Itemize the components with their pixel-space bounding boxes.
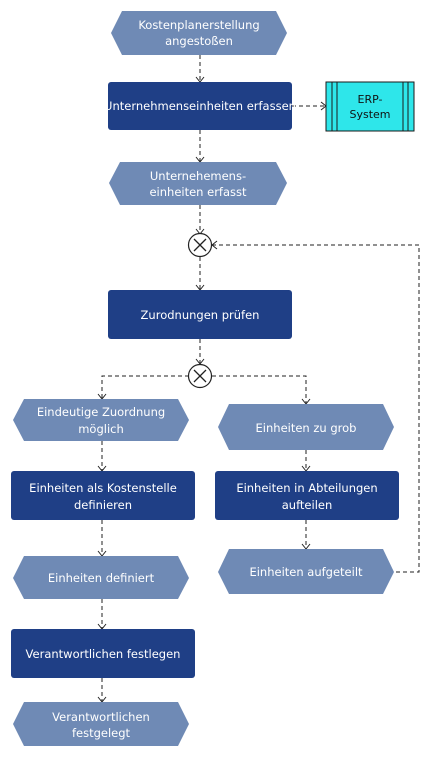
- label-line: Einheiten in Abteilungen: [236, 481, 377, 495]
- label-line: ERP-: [358, 93, 383, 106]
- event-verantwortlichen-festgelegt: Verantwortlichen festgelegt: [13, 702, 189, 746]
- label-line: Einheiten als Kostenstelle: [29, 481, 177, 495]
- label-line: Verantwortlichen festlegen: [26, 647, 181, 661]
- event-einheiten-aufgeteilt: Einheiten aufgeteilt: [218, 549, 394, 594]
- xor-connector: [187, 363, 213, 389]
- label-line: Eindeutige Zuordnung: [37, 405, 165, 419]
- label-line: angestoßen: [165, 34, 233, 48]
- system-erp: ERP- System: [325, 81, 415, 132]
- svg-text:Einheiten definiert: Einheiten definiert: [48, 571, 155, 585]
- connector: [212, 375, 307, 404]
- svg-text:Einheiten aufgeteilt: Einheiten aufgeteilt: [249, 565, 363, 579]
- svg-text:Zurodnungen prüfen: Zurodnungen prüfen: [141, 308, 260, 322]
- svg-text:Einheiten zu grob: Einheiten zu grob: [256, 421, 357, 435]
- event-kostenplanerstellung-angestossen: Kostenplanerstellung angestoßen: [111, 11, 287, 55]
- label-line: Unternehmenseinheiten erfassen: [104, 99, 296, 113]
- label-line: Zurodnungen prüfen: [141, 308, 260, 322]
- event-eindeutige-zuordnung-moeglich: Eindeutige Zuordnung möglich: [13, 399, 189, 441]
- xor-connector: [187, 232, 213, 258]
- connectors: [101, 55, 420, 702]
- label-line: aufteilen: [282, 498, 333, 512]
- label-line: Einheiten aufgeteilt: [249, 565, 363, 579]
- label-line: Kostenplanerstellung: [138, 18, 259, 32]
- svg-text:Unternehmenseinheiten erfassen: Unternehmenseinheiten erfassen: [104, 99, 296, 113]
- label-line: definieren: [74, 498, 132, 512]
- connector: [101, 375, 189, 399]
- function-zurodnungen-pruefen: Zurodnungen prüfen: [108, 290, 292, 339]
- svg-text:Unternehemens-einheiten erfass: Unternehemens-einheiten erfasst: [149, 169, 247, 199]
- function-einheiten-in-abteilungen-aufteilen: Einheiten in Abteilungen aufteilen: [215, 471, 399, 520]
- event-einheiten-zu-grob: Einheiten zu grob: [218, 404, 394, 450]
- function-verantwortlichen-festlegen: Verantwortlichen festlegen: [11, 629, 195, 678]
- label-line: Einheiten zu grob: [256, 421, 357, 435]
- arrowhead: [97, 623, 107, 630]
- label-line: Einheiten definiert: [48, 571, 155, 585]
- arrowhead: [97, 465, 107, 472]
- label-line: System: [349, 108, 390, 121]
- label-line: Unternehemens-: [150, 169, 246, 183]
- function-einheiten-als-kostenstelle-definieren: Einheiten als Kostenstelle definieren: [11, 471, 195, 520]
- event-einheiten-definiert: Einheiten definiert: [13, 556, 189, 599]
- svg-text:ERP-System: ERP- System: [349, 93, 390, 121]
- label-line: festgelegt: [72, 726, 131, 740]
- label-line: Verantwortlichen: [52, 710, 150, 724]
- event-unternehmenseinheiten-erfasst: Unternehemens-einheiten erfasst: [109, 162, 287, 205]
- label-line: möglich: [78, 422, 124, 436]
- label-line: einheiten erfasst: [149, 185, 247, 199]
- function-unternehmenseinheiten-erfassen: Unternehmenseinheiten erfassen: [104, 82, 296, 130]
- svg-text:Verantwortlichen festlegen: Verantwortlichen festlegen: [26, 647, 181, 661]
